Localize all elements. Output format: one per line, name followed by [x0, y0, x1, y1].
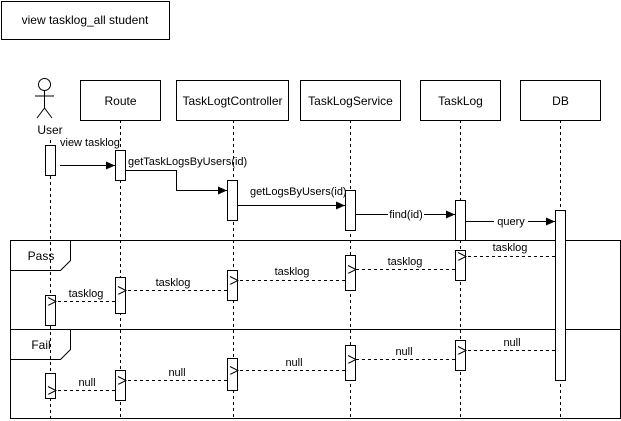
activation-route-fail	[115, 370, 126, 401]
fragment-pass: Pass	[10, 240, 621, 330]
message-view-tasklog: view tasklog	[60, 137, 120, 170]
message-query: query	[466, 215, 555, 228]
activation-service-pass	[345, 255, 356, 291]
participant-user: User	[35, 78, 63, 137]
participant-label-db: DB	[552, 94, 569, 108]
participant-route: Route	[80, 80, 161, 121]
return-fail-tasklog-service: null	[356, 346, 455, 360]
participant-label-user: User	[37, 123, 62, 137]
return-pass-controller-route: tasklog	[126, 277, 227, 291]
activation-service-call	[345, 190, 356, 231]
activation-user-call	[45, 145, 56, 176]
message-label-query: query	[497, 216, 525, 228]
return-pass-tasklog-service: tasklog	[356, 256, 455, 270]
participant-controller: TaskLogtController	[176, 80, 289, 121]
participant-label-tasklog: TaskLog	[438, 94, 483, 108]
return-label: null	[168, 367, 185, 379]
message-label-get-tasklogs-by-users: getTaskLogsByUsers(id)	[128, 156, 247, 168]
activation-service-fail	[345, 345, 356, 381]
activation-tasklog-call	[455, 200, 466, 241]
return-pass-db-tasklog: tasklog	[466, 242, 555, 257]
return-label: null	[285, 357, 302, 369]
return-pass-route-user: tasklog	[56, 288, 115, 302]
fragment-fail: Fail	[10, 329, 621, 419]
participant-service: TaskLogService	[300, 80, 401, 121]
return-label: tasklog	[156, 277, 191, 289]
return-fail-service-controller: null	[238, 357, 345, 371]
return-label: tasklog	[275, 266, 310, 278]
diagram-title-text: view tasklog_all student	[22, 13, 149, 27]
return-fail-db-tasklog: null	[466, 337, 555, 351]
message-label-view-tasklog: view tasklog	[60, 137, 120, 149]
participant-label-controller: TaskLogtController	[182, 94, 282, 108]
activation-route-pass	[115, 277, 126, 314]
activation-db	[555, 210, 566, 381]
participant-label-service: TaskLogService	[308, 94, 393, 108]
message-label-get-logs-by-users: getLogsByUsers(id)	[250, 186, 347, 198]
return-pass-service-controller: tasklog	[238, 266, 345, 281]
activation-controller-pass	[227, 270, 238, 301]
message-get-logs-by-users: getLogsByUsers(id)	[238, 186, 347, 210]
return-fail-route-user: null	[56, 377, 115, 391]
fail-returns: null null null null null	[56, 337, 555, 391]
activation-user-fail	[45, 373, 56, 399]
pass-returns: tasklog tasklog tasklog tasklog tasklog	[56, 242, 555, 302]
activation-controller-call	[227, 180, 238, 221]
messages: view tasklog getTaskLogsByUsers(id) getL…	[60, 137, 555, 228]
activation-tasklog-fail	[455, 340, 466, 371]
return-label: tasklog	[388, 256, 423, 268]
participant-db: DB	[520, 80, 601, 121]
activation-tasklog-pass	[455, 250, 466, 281]
participant-label-route: Route	[104, 94, 136, 108]
diagram-title: view tasklog_all student	[1, 1, 170, 40]
activation-controller-fail	[227, 358, 238, 391]
return-fail-controller-route: null	[126, 367, 227, 381]
return-label: null	[395, 346, 412, 358]
activation-user-pass	[45, 295, 56, 326]
actor-icon	[35, 78, 54, 119]
return-label: tasklog	[69, 288, 104, 300]
return-label: null	[503, 337, 520, 349]
activations	[45, 145, 566, 401]
return-label: null	[78, 377, 95, 389]
activation-route-call	[115, 150, 126, 181]
message-get-tasklogs-by-users: getTaskLogsByUsers(id)	[126, 156, 247, 195]
return-label: tasklog	[493, 242, 528, 254]
participant-tasklog: TaskLog	[420, 80, 501, 121]
fragment-label-pass: Pass	[28, 249, 55, 263]
message-find: find(id)	[356, 208, 455, 221]
fragment-label-fail: Fail	[31, 338, 50, 352]
message-label-find: find(id)	[389, 209, 423, 221]
